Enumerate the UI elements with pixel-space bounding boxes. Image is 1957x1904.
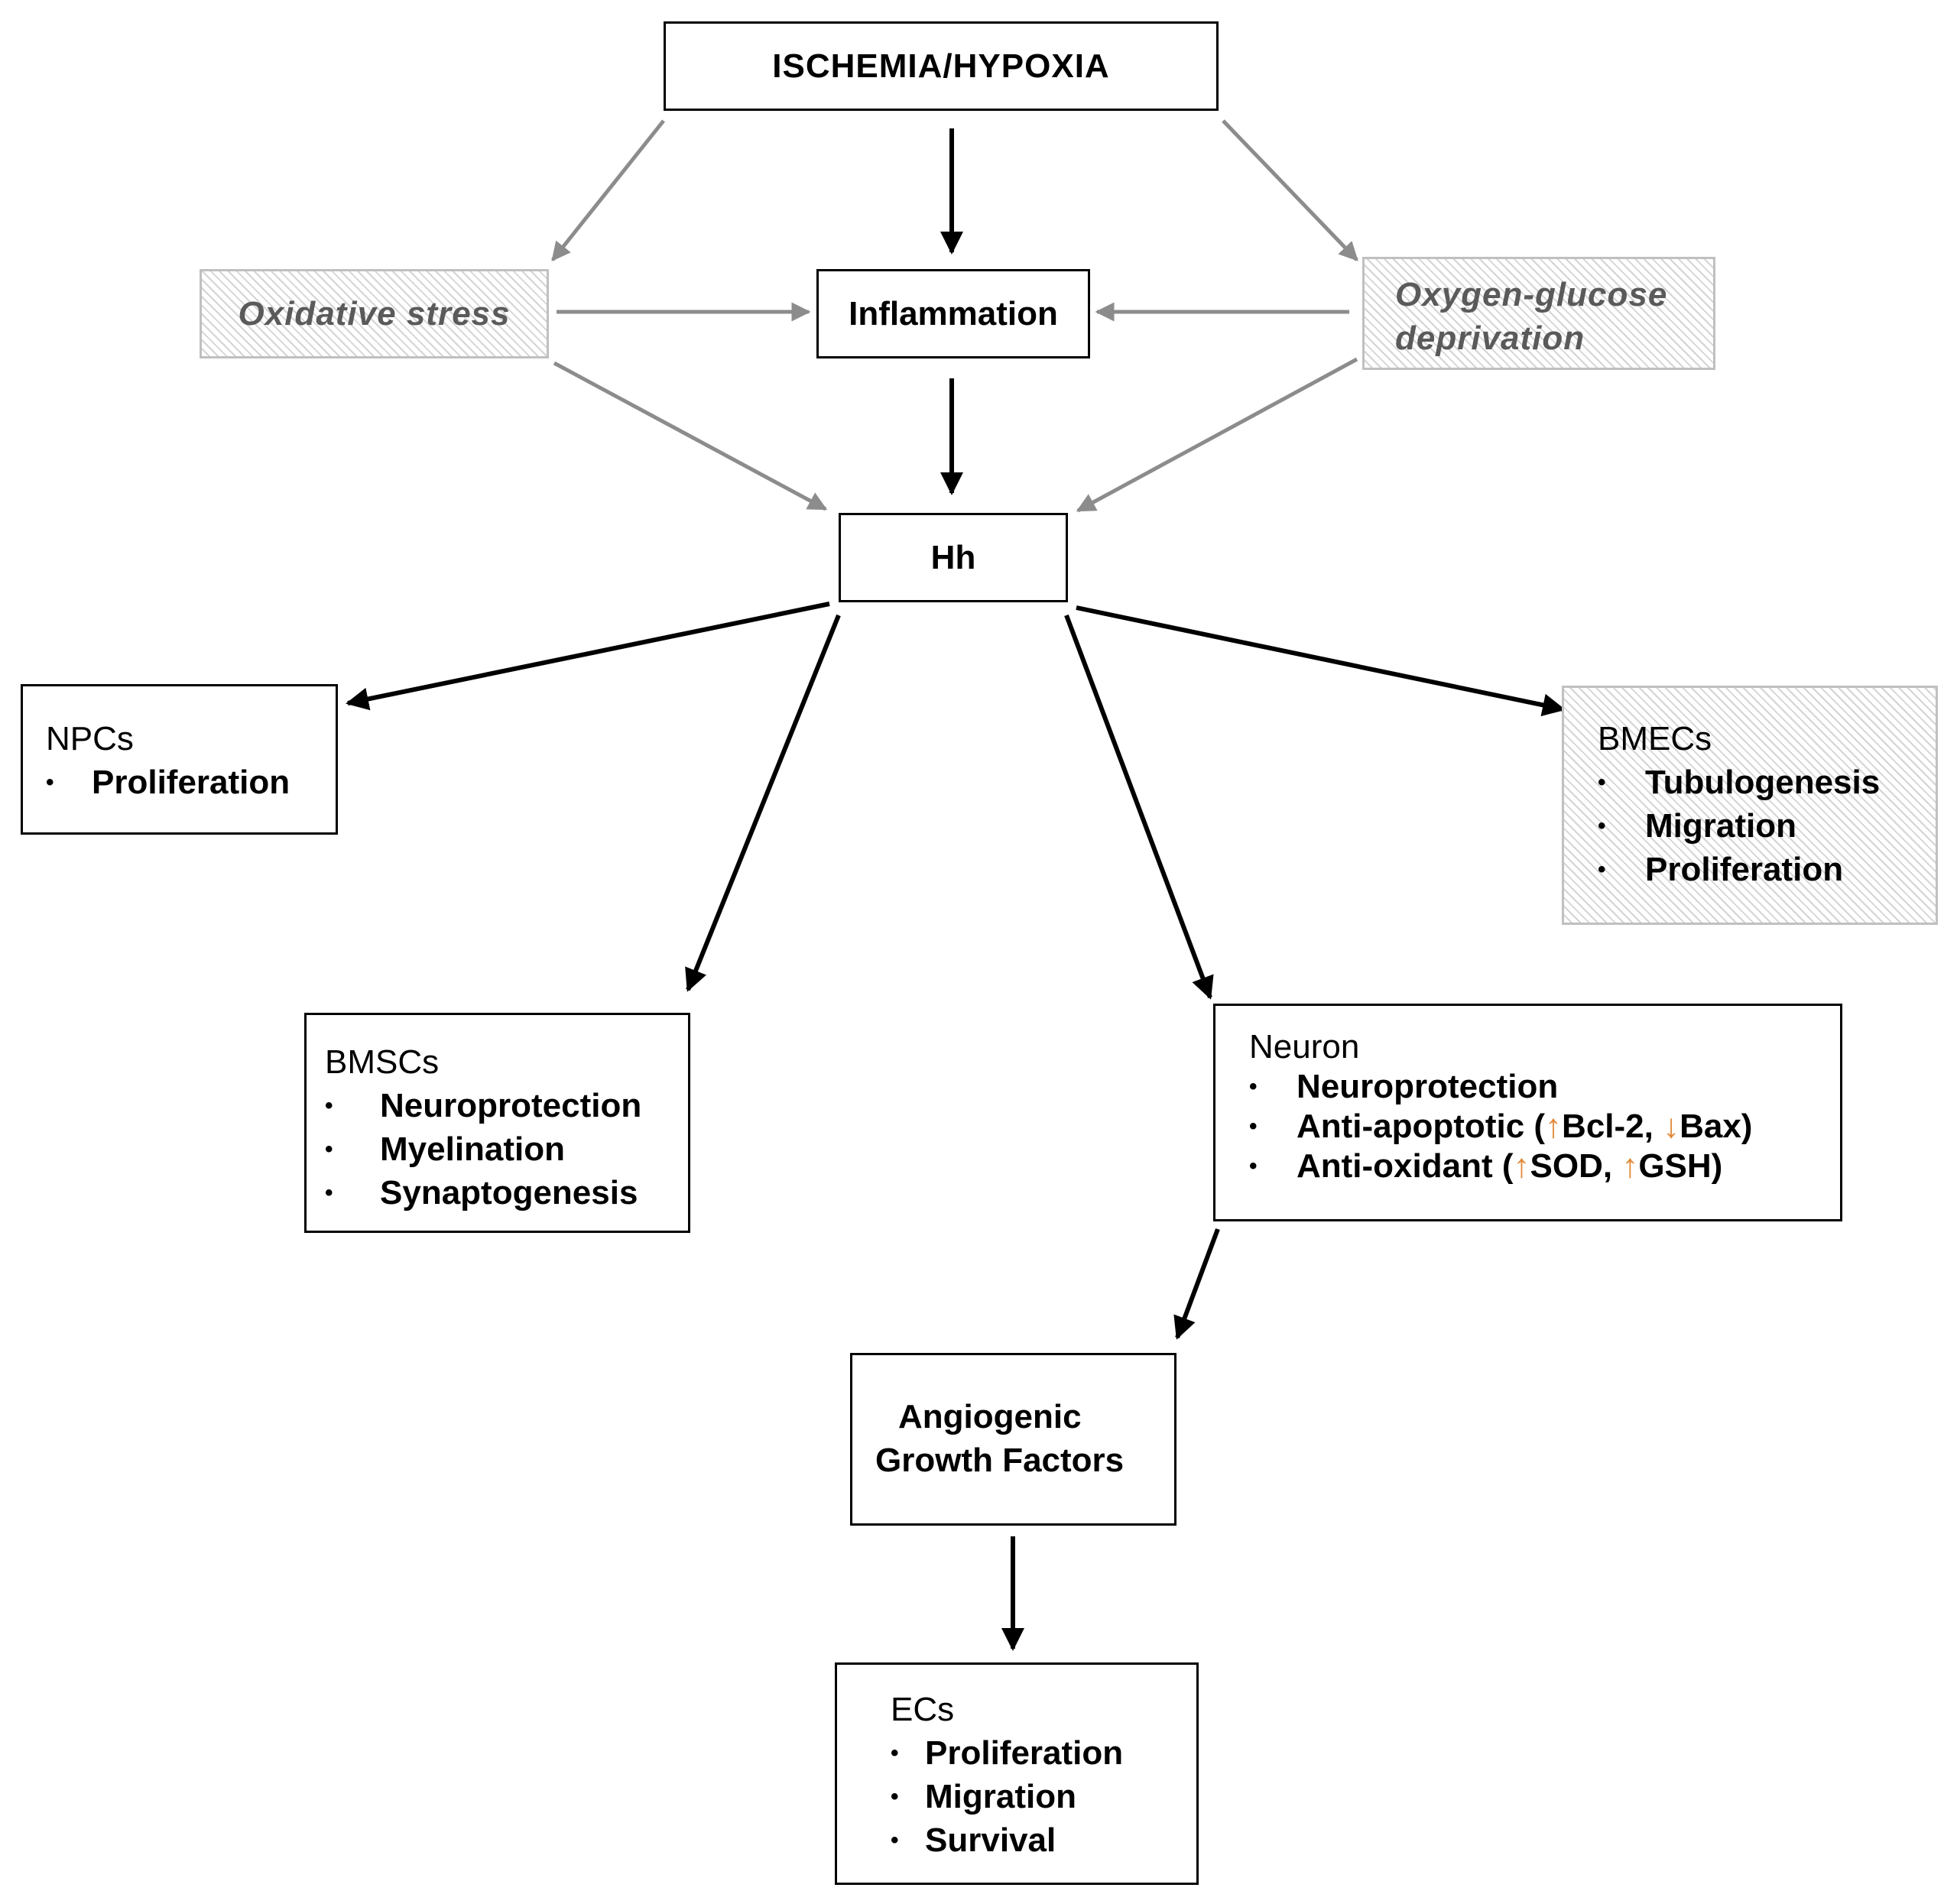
neuron-title: Neuron bbox=[1249, 1028, 1360, 1066]
bullet: • bbox=[1249, 1074, 1258, 1099]
bullet: • bbox=[325, 1180, 333, 1205]
bullet: • bbox=[46, 770, 54, 795]
list-item: •Survival bbox=[891, 1818, 1196, 1862]
oxygen-glucose-deprivation-node: Oxygen-glucose deprivation bbox=[1362, 257, 1715, 370]
angiogenic-growth-factors-node: Angiogenic Growth Factors bbox=[850, 1353, 1176, 1526]
bmscs-title: BMSCs bbox=[325, 1043, 440, 1081]
arrow-hh-to-bmecs bbox=[1076, 605, 1566, 717]
ecs-node: ECs •Proliferation •Migration •Survival bbox=[835, 1662, 1199, 1885]
npcs-title: NPCs bbox=[46, 720, 134, 757]
increase-arrow-icon: ↑ bbox=[1545, 1108, 1563, 1145]
bullet: • bbox=[1598, 813, 1606, 838]
ecs-list: •Proliferation •Migration •Survival bbox=[891, 1731, 1196, 1862]
arrow-ischemia-to-oxidative bbox=[551, 119, 665, 261]
bullet: • bbox=[1249, 1153, 1258, 1179]
arrow-ogd-to-hh bbox=[1076, 357, 1358, 513]
list-item: •Neuroprotection bbox=[1249, 1068, 1559, 1105]
list-item: •Tubulogenesis bbox=[1598, 761, 1936, 804]
arrow-hh-to-npcs bbox=[346, 602, 830, 711]
bullet: • bbox=[1249, 1114, 1258, 1139]
bullet: • bbox=[1598, 857, 1606, 882]
oxidative-stress-label: Oxidative stress bbox=[238, 294, 511, 332]
bmecs-node: BMECs •Tubulogenesis •Migration •Prolife… bbox=[1562, 686, 1938, 925]
increase-arrow-icon: ↑ bbox=[1513, 1147, 1530, 1185]
angiogenic-line2: Growth Factors bbox=[875, 1442, 1125, 1479]
inflammation-label: Inflammation bbox=[849, 294, 1058, 332]
bmscs-node: BMSCs •Neuroprotection •Myelination •Syn… bbox=[304, 1013, 690, 1233]
list-item: •Neuroprotection bbox=[325, 1084, 688, 1127]
bmecs-title: BMECs bbox=[1598, 720, 1712, 757]
ischemia-hypoxia-label: ISCHEMIA/HYPOXIA bbox=[772, 47, 1110, 85]
angiogenic-line1: Angiogenic bbox=[898, 1398, 1082, 1435]
list-item: •Anti-oxidant (↑SOD, ↑GSH) bbox=[1249, 1147, 1723, 1185]
arrow-hh-to-neuron bbox=[1064, 614, 1214, 1000]
neuron-node: Neuron •Neuroprotection •Anti-apoptotic … bbox=[1213, 1004, 1842, 1221]
hh-label: Hh bbox=[930, 538, 976, 576]
bullet: • bbox=[325, 1093, 333, 1118]
bmecs-list: •Tubulogenesis •Migration •Proliferation bbox=[1598, 761, 1936, 891]
arrow-neuron-to-angiogenic bbox=[1173, 1228, 1220, 1340]
bmscs-list: •Neuroprotection •Myelination •Synaptoge… bbox=[325, 1084, 688, 1215]
list-item: •Proliferation bbox=[1598, 848, 1936, 891]
increase-arrow-icon: ↑ bbox=[1621, 1147, 1639, 1185]
bullet: • bbox=[325, 1137, 333, 1162]
hh-node: Hh bbox=[839, 513, 1068, 602]
ischemia-hypoxia-node: ISCHEMIA/HYPOXIA bbox=[664, 21, 1219, 111]
bullet: • bbox=[891, 1828, 899, 1853]
bullet: • bbox=[891, 1784, 899, 1809]
arrow-hh-to-bmscs bbox=[685, 614, 841, 992]
list-item: •Anti-apoptotic (↑Bcl-2, ↓Bax) bbox=[1249, 1108, 1753, 1145]
inflammation-node: Inflammation bbox=[816, 269, 1090, 358]
list-item: •Proliferation bbox=[891, 1731, 1196, 1775]
decrease-arrow-icon: ↓ bbox=[1663, 1108, 1680, 1145]
ecs-title: ECs bbox=[891, 1691, 955, 1728]
oxidative-stress-node: Oxidative stress bbox=[200, 269, 549, 358]
ogd-label-line2: deprivation bbox=[1395, 319, 1585, 357]
bullet: • bbox=[891, 1740, 899, 1766]
list-item: •Migration bbox=[1598, 804, 1936, 848]
ogd-label-line1: Oxygen-glucose bbox=[1395, 276, 1668, 313]
list-item: •Proliferation bbox=[46, 761, 336, 804]
list-item: •Synaptogenesis bbox=[325, 1171, 688, 1215]
arrow-ischemia-to-ogd bbox=[1222, 119, 1358, 261]
bullet: • bbox=[1598, 770, 1606, 795]
list-item: •Myelination bbox=[325, 1127, 688, 1171]
list-item: •Migration bbox=[891, 1775, 1196, 1818]
npcs-list: •Proliferation bbox=[46, 761, 336, 804]
npcs-node: NPCs •Proliferation bbox=[21, 684, 338, 835]
arrow-oxidative-to-hh bbox=[553, 361, 828, 511]
neuron-list: •Neuroprotection •Anti-apoptotic (↑Bcl-2… bbox=[1249, 1067, 1840, 1186]
